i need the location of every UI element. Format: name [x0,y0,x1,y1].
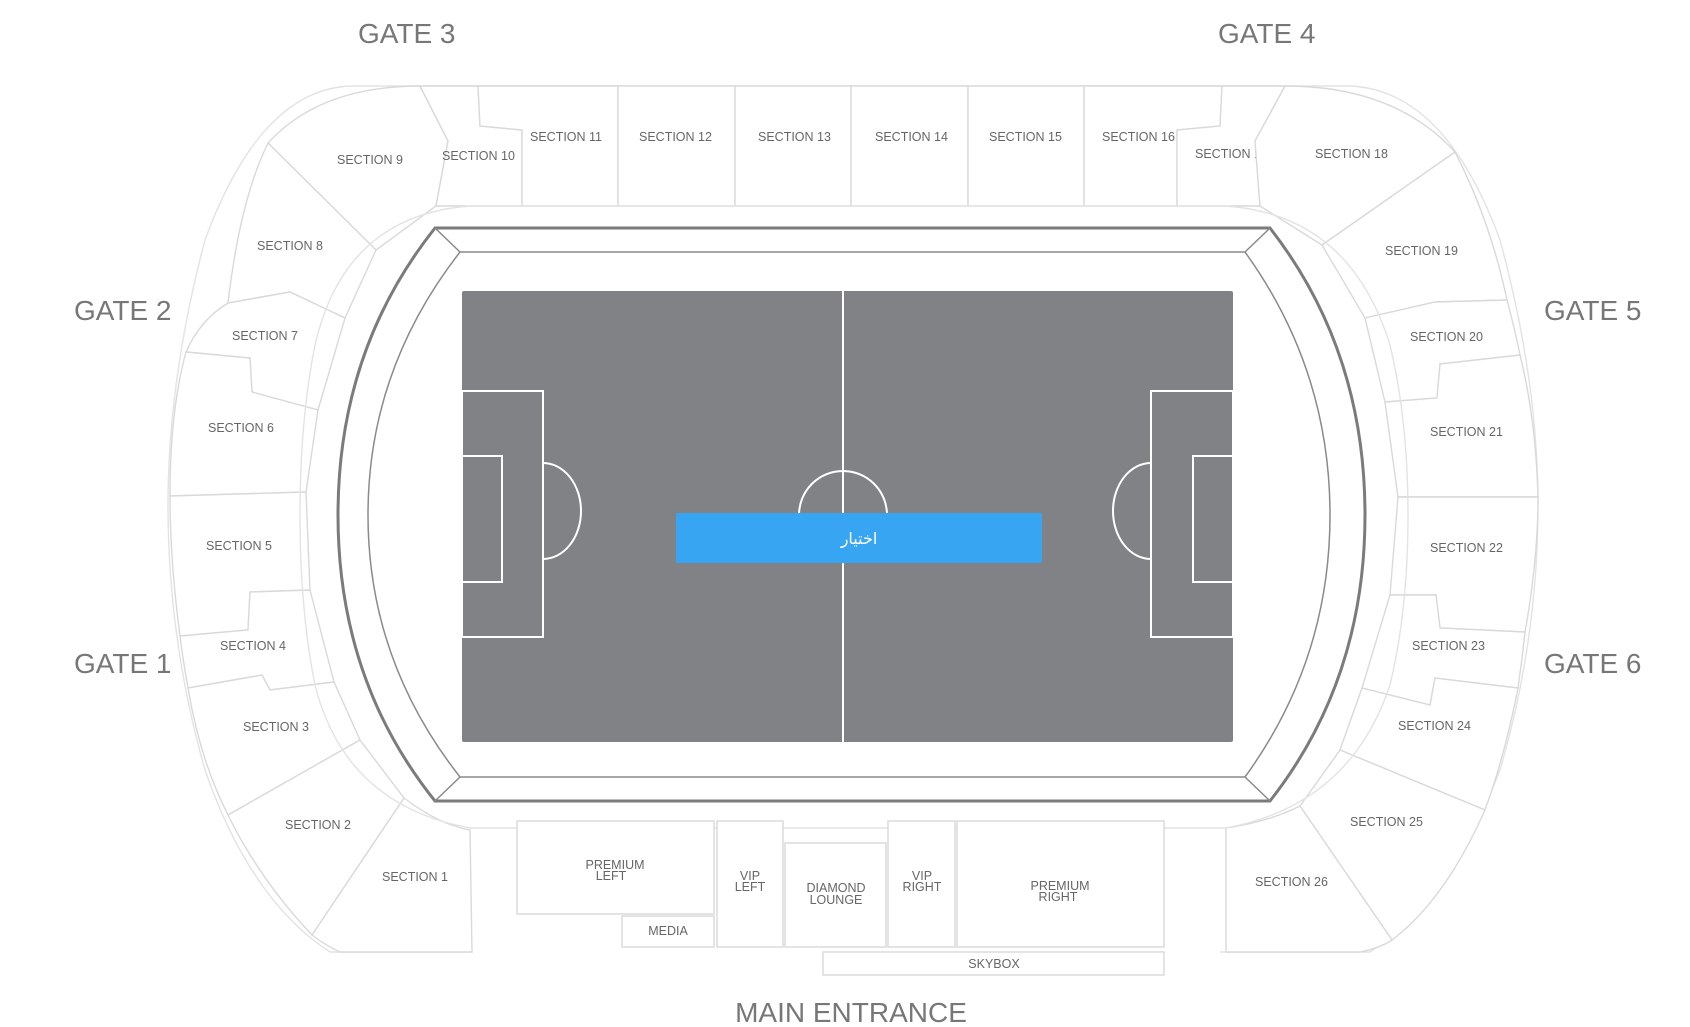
premium-right-box[interactable]: PREMIUM RIGHT [956,820,1165,948]
section-23[interactable]: SECTION 23 [1361,594,1526,706]
section-6-label: SECTION 6 [208,421,274,435]
section-14-label: SECTION 14 [875,130,948,144]
section-4-label: SECTION 4 [220,639,286,653]
section-26[interactable]: SECTION 26 [1225,805,1393,953]
section-1[interactable]: SECTION 1 [311,796,473,953]
right-penalty-arc [1112,462,1152,560]
section-10[interactable]: SECTION 10 [418,85,523,207]
gate-5-label: GATE 5 [1544,295,1642,326]
section-5[interactable]: SECTION 5 [169,491,311,637]
section-15-label: SECTION 15 [989,130,1062,144]
left-goal-area [461,455,503,583]
section-3-label: SECTION 3 [243,720,309,734]
center-circle [798,470,888,516]
section-20-label: SECTION 20 [1410,330,1483,344]
diamond-lounge-label-1: DIAMOND [806,881,865,895]
section-6[interactable]: SECTION 6 [169,351,319,497]
section-25-label: SECTION 25 [1350,815,1423,829]
section-11-label: SECTION 11 [530,130,602,144]
select-button[interactable]: اختيار [676,513,1042,563]
section-9-label: SECTION 9 [337,153,403,167]
skybox-label: SKYBOX [968,957,1020,971]
section-12[interactable]: SECTION 12 [617,85,736,207]
section-14[interactable]: SECTION 14 [850,85,969,207]
media-label: MEDIA [648,924,688,938]
vip-right-label-2: RIGHT [903,880,942,894]
section-10-label: SECTION 10 [442,149,515,163]
diamond-lounge-label-2: LOUNGE [810,893,863,907]
section-18-label: SECTION 18 [1315,147,1388,161]
main-entrance-label: MAIN ENTRANCE [735,997,967,1027]
corner-line [434,227,461,253]
vip-right-label-1: VIP [912,869,932,883]
section-7-label: SECTION 7 [232,329,298,343]
section-12-label: SECTION 12 [639,130,712,144]
premium-right-label-2: RIGHT [1039,890,1078,904]
section-2-label: SECTION 2 [285,818,351,832]
section-20[interactable]: SECTION 20 [1364,299,1521,403]
gate-2-label: GATE 2 [74,295,172,326]
section-21[interactable]: SECTION 21 [1384,354,1539,498]
section-15[interactable]: SECTION 15 [967,85,1085,207]
section-13-label: SECTION 13 [758,130,831,144]
premium-left-label-2: LEFT [596,869,627,883]
corner-line [434,776,461,802]
section-16-label: SECTION 16 [1102,130,1175,144]
section-21-label: SECTION 21 [1430,425,1503,439]
section-5-label: SECTION 5 [206,539,272,553]
diamond-lounge-box[interactable]: DIAMOND LOUNGE [784,842,887,948]
section-19-label: SECTION 19 [1385,244,1458,258]
section-4[interactable]: SECTION 4 [179,589,335,691]
gate-6-label: GATE 6 [1544,648,1642,679]
vip-left-label-2: LEFT [735,880,766,894]
section-7[interactable]: SECTION 7 [184,291,346,411]
section-23-label: SECTION 23 [1412,639,1485,653]
left-penalty-arc [542,462,582,560]
premium-left-box[interactable]: PREMIUM LEFT [516,820,715,915]
corner-line [1244,227,1271,253]
section-25[interactable]: SECTION 25 [1299,749,1486,941]
section-18[interactable]: SECTION 18 [1254,85,1457,246]
right-goal-area [1192,455,1234,583]
gate-3-label: GATE 3 [358,18,456,49]
skybox[interactable]: SKYBOX [822,951,1165,976]
section-9[interactable]: SECTION 9 [267,85,449,251]
section-8-label: SECTION 8 [257,239,323,253]
vip-right-box[interactable]: VIP RIGHT [887,820,956,948]
concourse-ring [299,205,1409,829]
section-1-label: SECTION 1 [382,870,448,884]
media-box[interactable]: MEDIA [621,915,715,948]
corner-line [1244,776,1271,802]
premium-right-label-1: PREMIUM [1030,879,1089,893]
section-3[interactable]: SECTION 3 [187,674,361,816]
vip-left-label-1: VIP [740,869,760,883]
gate-1-label: GATE 1 [74,648,172,679]
section-26-label: SECTION 26 [1255,875,1328,889]
section-22-label: SECTION 22 [1430,541,1503,555]
section-24[interactable]: SECTION 24 [1339,677,1519,811]
section-24-label: SECTION 24 [1398,719,1471,733]
premium-left-label-1: PREMIUM [585,858,644,872]
gate-4-label: GATE 4 [1218,18,1316,49]
section-13[interactable]: SECTION 13 [734,85,852,207]
section-17-label: SECTION 17 [1195,147,1268,161]
vip-left-box[interactable]: VIP LEFT [716,820,784,948]
